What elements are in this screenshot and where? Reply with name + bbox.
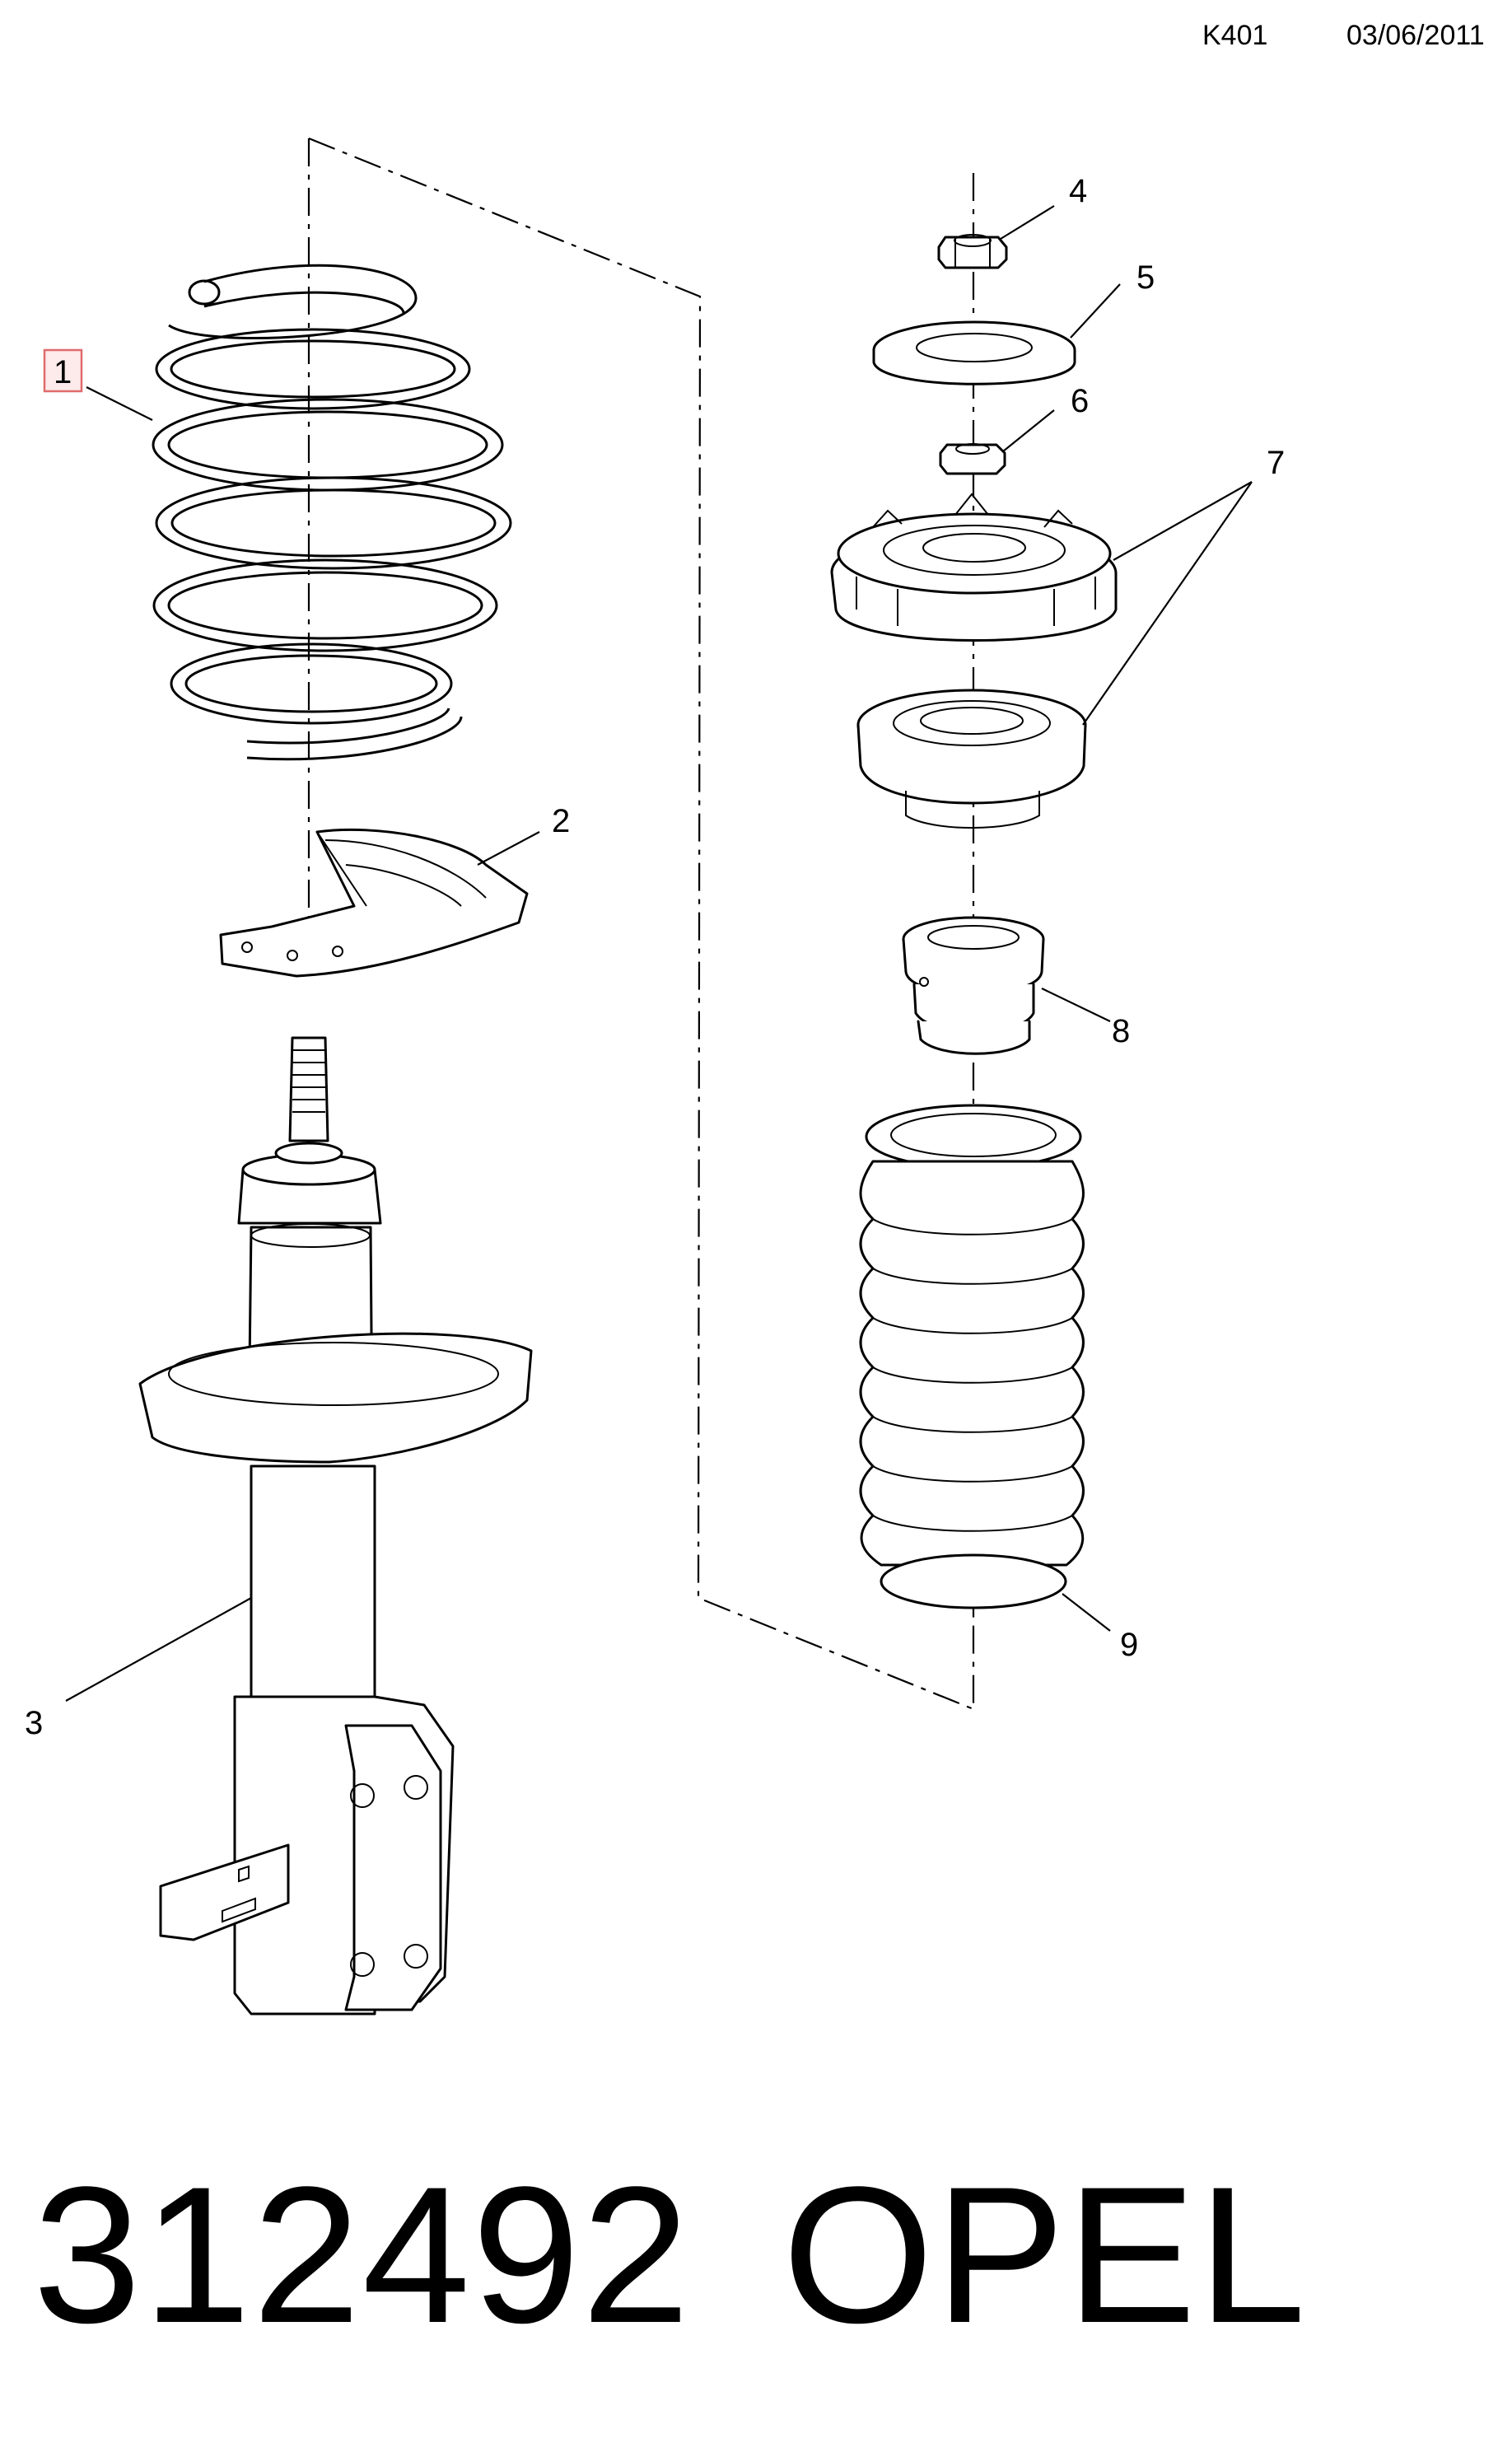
brand-name: OPEL: [782, 2146, 1308, 2364]
diagram-code: K401: [1202, 20, 1268, 51]
callout-9[interactable]: 9: [1120, 1627, 1138, 1663]
callout-2[interactable]: 2: [552, 803, 570, 839]
callout-4[interactable]: 4: [1069, 173, 1087, 209]
callouts: 1 2 3 4 5 6 7 8 9: [25, 173, 1285, 1741]
callout-1[interactable]: 1: [54, 354, 72, 390]
callout-7[interactable]: 7: [1267, 445, 1285, 481]
dust-boot[interactable]: [859, 1104, 1085, 1609]
bearing[interactable]: [856, 689, 1087, 829]
callout-highlight-box: [43, 348, 83, 393]
coil-spring[interactable]: [152, 264, 512, 761]
strut-mount[interactable]: [830, 493, 1118, 642]
callout-3[interactable]: 3: [25, 1705, 43, 1741]
diagram-date: 03/06/2011: [1346, 20, 1485, 51]
callout-5[interactable]: 5: [1136, 259, 1155, 296]
part-number: 312492: [33, 2146, 692, 2364]
callout-8[interactable]: 8: [1112, 1013, 1130, 1049]
leader-lines: [65, 205, 1253, 1702]
callout-6[interactable]: 6: [1071, 383, 1089, 419]
lock-nut[interactable]: [939, 443, 1006, 475]
strut-assembly[interactable]: [138, 1036, 533, 2016]
washer[interactable]: [872, 320, 1076, 385]
bump-stop[interactable]: [902, 916, 1045, 1055]
top-nut[interactable]: [937, 234, 1008, 269]
spring-seat[interactable]: [219, 828, 529, 978]
